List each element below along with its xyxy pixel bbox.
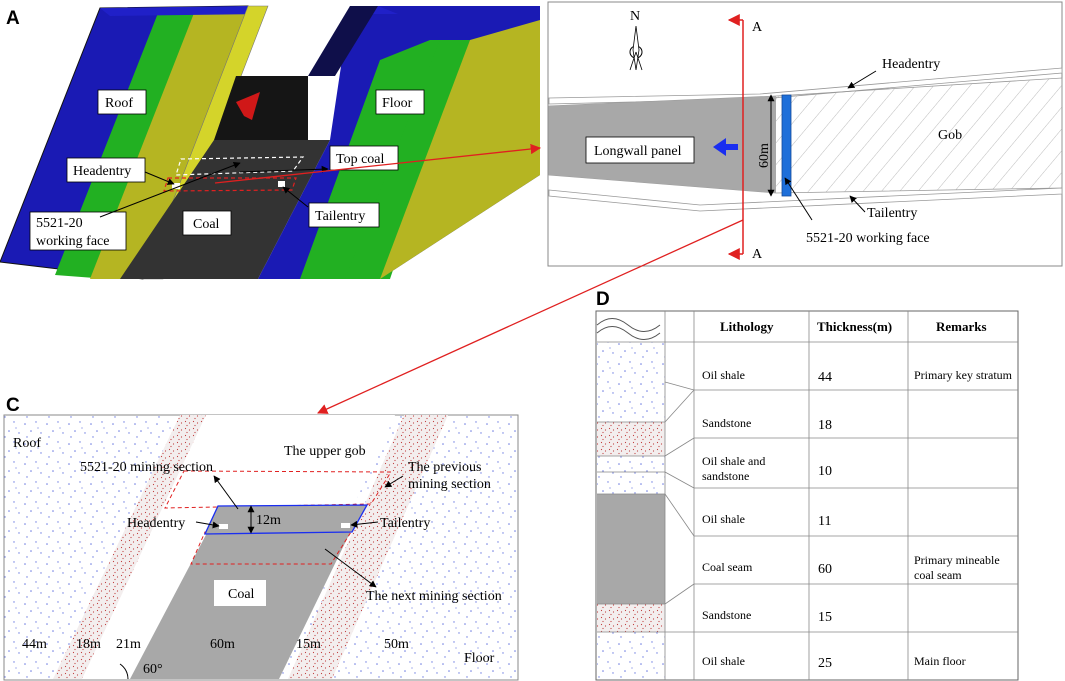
lithology-cell: Oil shale and	[702, 454, 765, 468]
roof-label: Roof	[105, 96, 133, 111]
lithology-cell: Coal seam	[702, 560, 753, 574]
tailentry-label-a: Tailentry	[315, 209, 365, 224]
floor-label-c: Floor	[464, 651, 495, 666]
tailentry-label-b: Tailentry	[867, 206, 917, 221]
lithology-cell: Oil shale	[702, 368, 745, 382]
lithology-cell: Sandstone	[702, 416, 751, 430]
thickness-cell: 11	[818, 514, 831, 529]
remarks-cell: coal seam	[914, 568, 962, 582]
section-a-top: A	[752, 20, 763, 35]
working-face-label-a-1: 5521-20	[36, 216, 83, 231]
thickness-label: 44m	[22, 637, 47, 652]
lithology-cell: Oil shale	[702, 654, 745, 668]
gob-label: Gob	[938, 128, 962, 143]
panel-b-plan	[548, 13, 1063, 260]
thickness-cell: 18	[818, 418, 832, 433]
panel-a-letter: A	[6, 8, 20, 29]
connector-b-to-c	[317, 219, 744, 414]
thickness-cell: 25	[818, 656, 832, 671]
height-label-c: 12m	[256, 513, 281, 528]
header-remarks: Remarks	[936, 319, 987, 334]
remarks-cell: Main floor	[914, 654, 966, 668]
header-thickness: Thickness(m)	[817, 319, 892, 334]
panel-d: D	[595, 289, 1019, 681]
top-coal-label: Top coal	[336, 152, 385, 167]
remarks-cell: Primary key stratum	[914, 368, 1013, 382]
panel-b: B N A A Headentry Tailentry Gob L	[547, 1, 1063, 267]
header-lithology: Lithology	[720, 319, 774, 334]
previous-section-label-2: mining section	[408, 477, 491, 492]
connector-a-to-b	[214, 143, 542, 184]
panel-d-letter: D	[596, 289, 610, 310]
panel-c: C Roof Floor The upper gob 5521-20 minin…	[3, 395, 519, 681]
mining-section-label: 5521-20 mining section	[80, 460, 213, 475]
lithology-cell: sandstone	[702, 469, 749, 483]
working-face-label-a-2: working face	[36, 234, 109, 249]
table-rows: Oil shale 44 Primary key stratum Sandsto…	[702, 368, 1013, 671]
panel-b-labels: N A A Headentry Tailentry Gob Longwall p…	[585, 9, 962, 262]
panel-c-letter: C	[6, 395, 20, 416]
lithology-cell: Sandstone	[702, 608, 751, 622]
longwall-panel-label: Longwall panel	[594, 144, 682, 159]
thickness-cell: 60	[818, 562, 832, 577]
thickness-cell: 44	[818, 370, 832, 385]
headentry-label-b: Headentry	[882, 57, 940, 72]
next-section-label: The next mining section	[366, 589, 502, 604]
roof-label-c: Roof	[13, 436, 41, 451]
lithology-cell: Oil shale	[702, 512, 745, 526]
previous-section-label-1: The previous	[408, 460, 481, 475]
coal-label-c: Coal	[228, 587, 255, 602]
angle-label: 60°	[143, 662, 163, 677]
table-header: Lithology Thickness(m) Remarks	[720, 319, 987, 334]
working-face-label-b: 5521-20 working face	[806, 231, 930, 246]
thickness-label: 60m	[210, 637, 235, 652]
section-a-bottom: A	[752, 247, 763, 262]
coal-label-a: Coal	[193, 217, 220, 232]
panel-a: A Roof Floor Top coa	[0, 5, 540, 280]
panel-a-labels: Roof Floor Top coal Headentry Tailentry …	[29, 89, 425, 251]
north-label: N	[630, 9, 640, 24]
thickness-cell: 15	[818, 610, 832, 625]
strata-column	[596, 318, 665, 680]
thickness-cell: 10	[818, 464, 832, 479]
thickness-label: 50m	[384, 637, 409, 652]
thickness-label: 15m	[296, 637, 321, 652]
headentry-label-a: Headentry	[73, 164, 131, 179]
remarks-cell: Primary mineable	[914, 553, 1000, 567]
thickness-label: 21m	[116, 637, 141, 652]
panel-c-labels: Roof Floor The upper gob 5521-20 mining …	[13, 436, 502, 677]
headentry-label-c: Headentry	[127, 516, 185, 531]
floor-label: Floor	[382, 96, 413, 111]
table-grid	[597, 311, 1018, 680]
thickness-label: 18m	[76, 637, 101, 652]
width-label-b: 60m	[757, 143, 772, 168]
tailentry-label-c: Tailentry	[380, 516, 430, 531]
upper-gob-label: The upper gob	[284, 444, 366, 459]
